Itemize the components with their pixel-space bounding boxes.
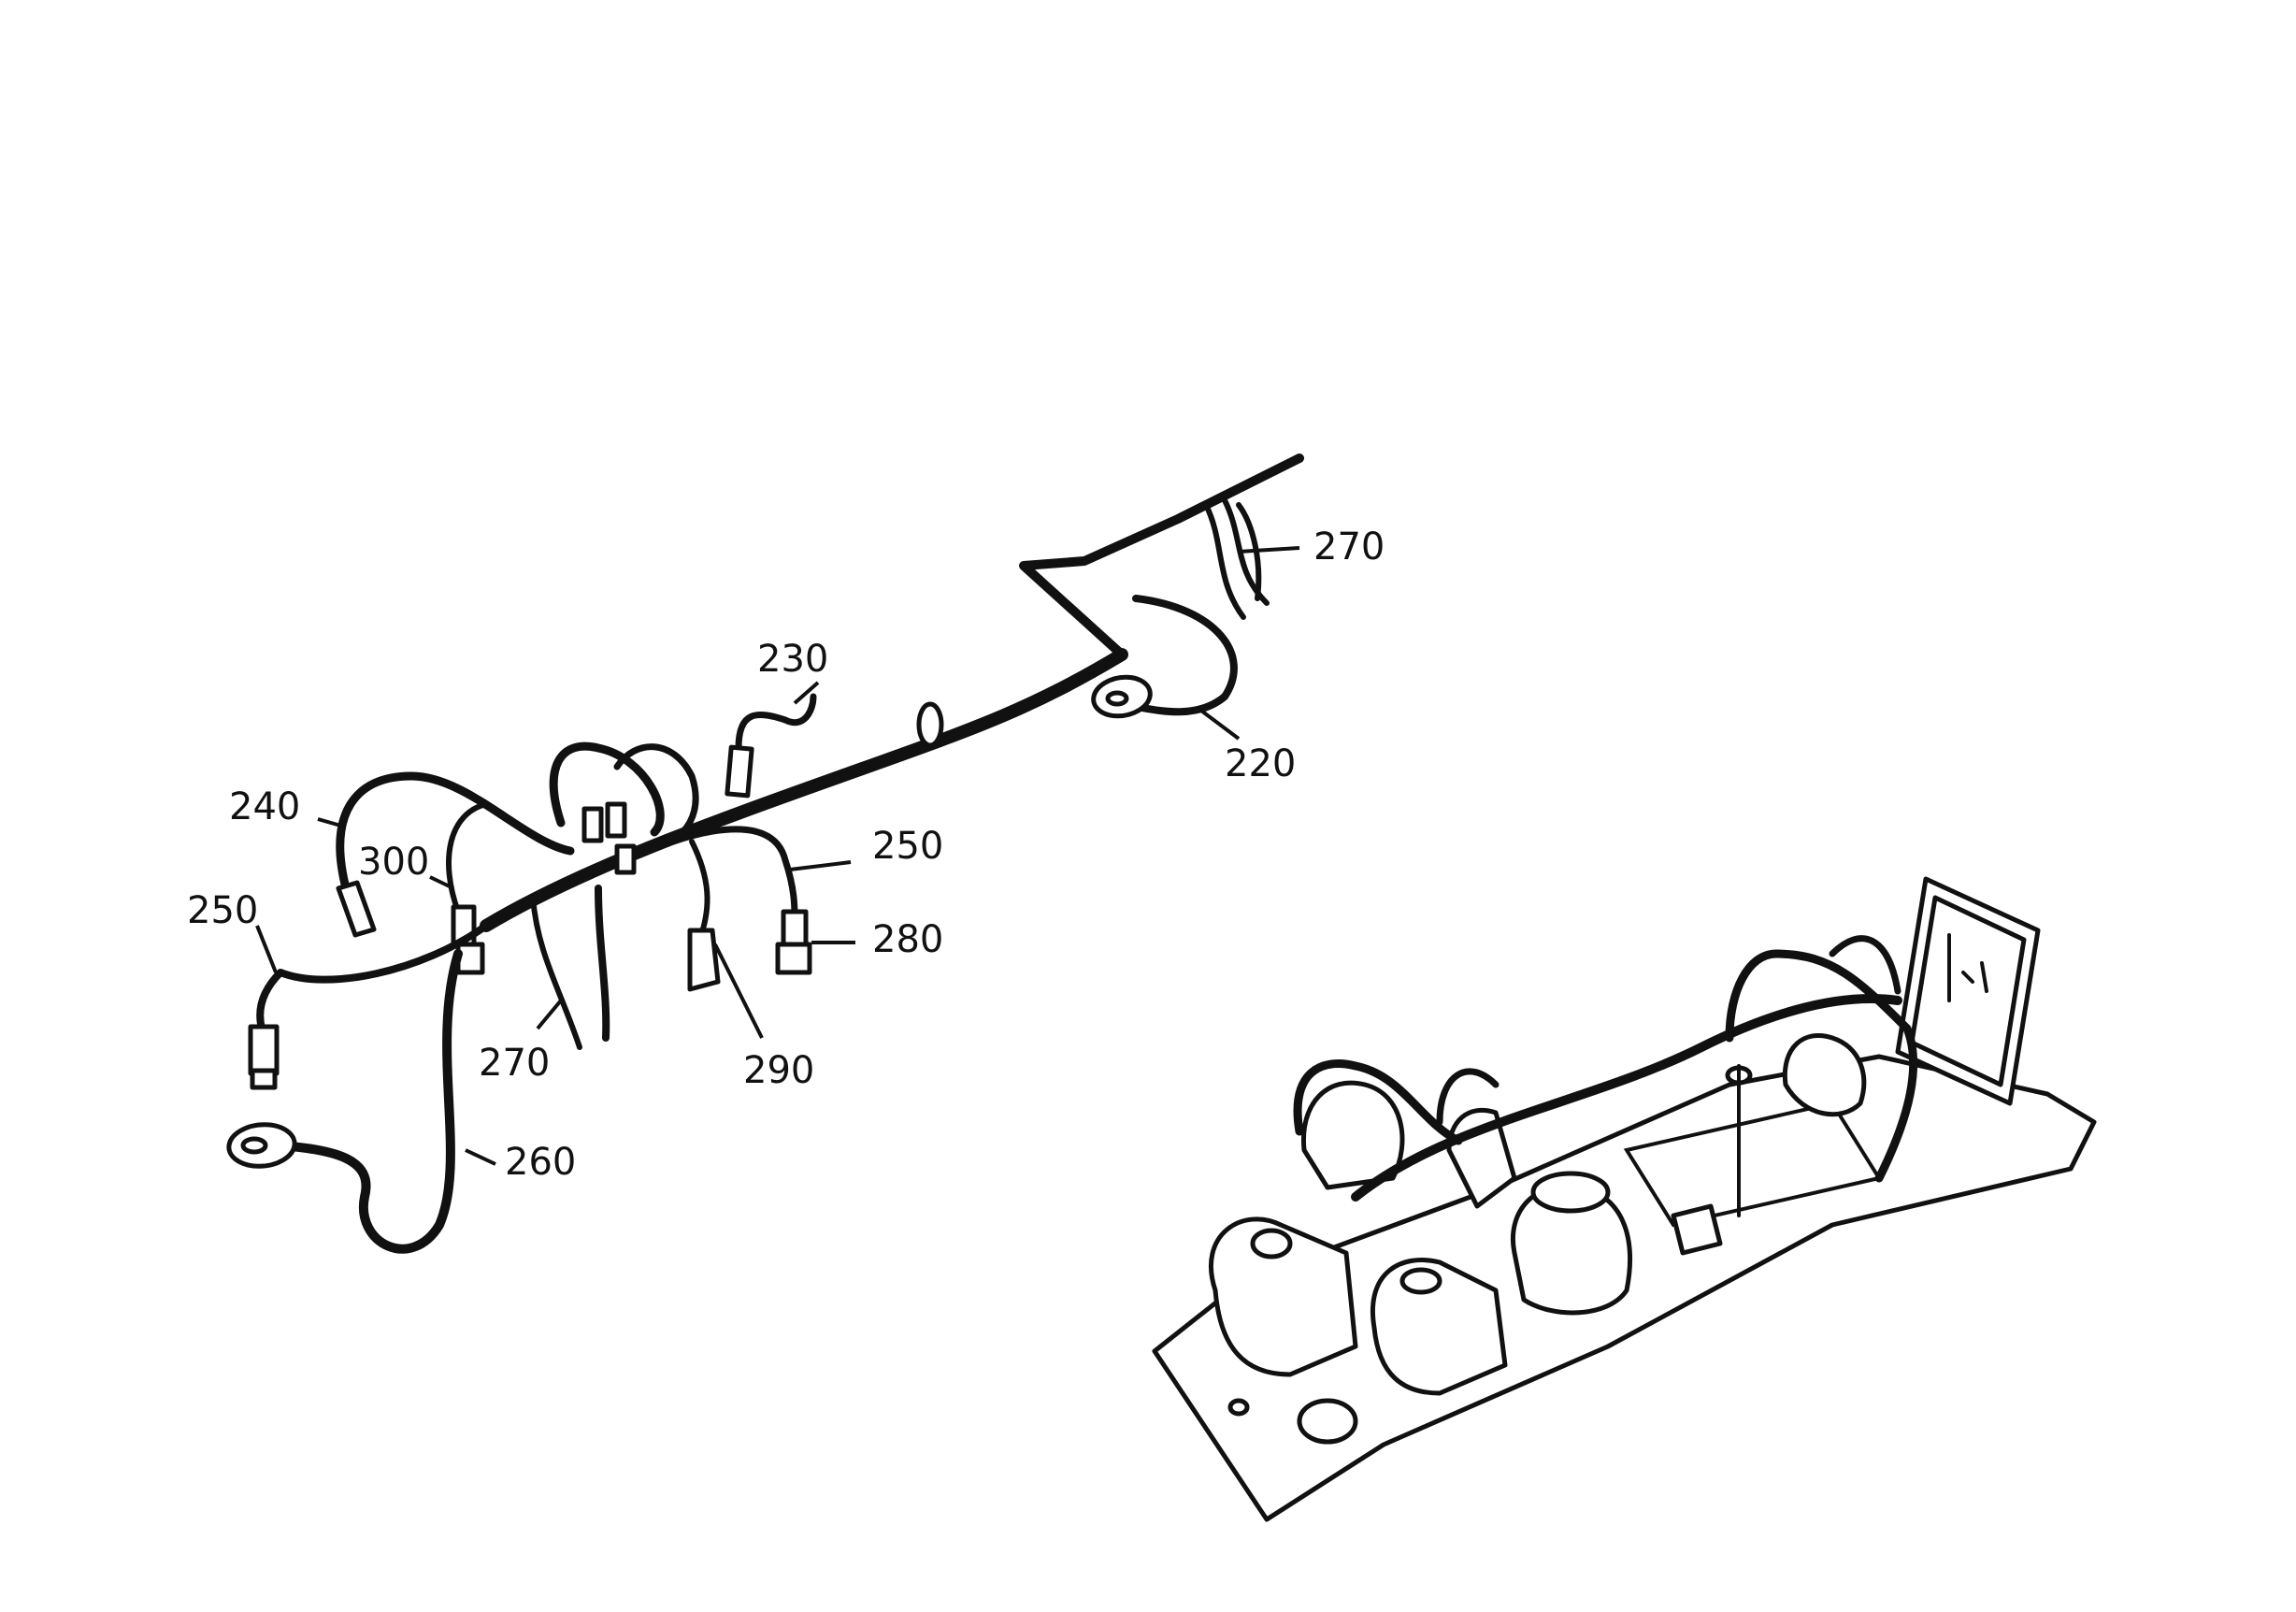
relay-3 <box>1300 1080 1405 1190</box>
wire-loop-center <box>549 741 665 837</box>
callout-220: 220 <box>1225 742 1296 785</box>
connector-center-c <box>614 843 637 875</box>
wire-260 <box>276 949 463 1254</box>
leader-250-right <box>789 860 852 871</box>
callout-290: 290 <box>743 1049 814 1092</box>
panel-wire-arch <box>1725 949 1918 1183</box>
connector-290 <box>687 928 721 992</box>
wire-220 <box>1127 595 1238 716</box>
wire-loop-small <box>613 743 699 836</box>
callout-250-left: 250 <box>187 889 258 932</box>
leader-290 <box>713 943 764 1039</box>
terminal-block <box>1671 1203 1723 1256</box>
wire-250-right <box>669 826 798 920</box>
leader-300 <box>429 875 454 890</box>
connector-center-a <box>581 806 604 843</box>
leader-250-left <box>255 925 278 973</box>
connector-280 <box>781 909 809 950</box>
plate-hole-small <box>1227 1398 1250 1417</box>
callout-260: 260 <box>505 1141 576 1184</box>
callout-300: 300 <box>358 841 429 884</box>
connector-300-plug <box>455 942 485 975</box>
panel-wire-loop-1 <box>1293 1059 1463 1145</box>
connector-center-b <box>605 801 627 839</box>
leader-260 <box>465 1148 496 1166</box>
callout-250-right: 250 <box>872 825 943 868</box>
tie-wrap <box>916 701 944 748</box>
wire-250-left <box>256 922 490 1032</box>
wire-300 <box>446 801 489 914</box>
leader-220 <box>1199 709 1241 741</box>
callout-240: 240 <box>229 785 300 828</box>
panel-wire-arch-2 <box>1829 935 1901 995</box>
leader-230 <box>793 681 820 705</box>
plate-hole-large <box>1297 1398 1358 1445</box>
callouts: 270 230 220 240 300 250 250 280 270 290 … <box>187 525 1385 1184</box>
wire-270-top-a <box>1203 502 1246 620</box>
leader-240 <box>317 817 345 828</box>
connector-230 <box>725 744 754 799</box>
relay-1 <box>1208 1216 1358 1377</box>
callout-270-top: 270 <box>1313 525 1385 569</box>
wiring-harness <box>226 453 1304 1254</box>
relay-2 <box>1370 1258 1508 1396</box>
wire-230 <box>735 693 817 752</box>
wire-270-low-a <box>530 895 582 1050</box>
callout-280: 280 <box>872 918 943 961</box>
wire-270-top-c <box>1236 502 1262 601</box>
panel-wire-loop-2 <box>1436 1068 1500 1126</box>
callout-270-low: 270 <box>479 1042 550 1085</box>
wire-270-low-b <box>595 885 610 1042</box>
connector-250-left <box>248 1024 280 1076</box>
leader-270-top <box>1238 546 1300 554</box>
connector-240 <box>336 880 377 938</box>
solenoid-2 <box>1782 1032 1867 1117</box>
control-panel-assembly <box>1152 876 2097 1522</box>
callout-230: 230 <box>757 638 828 681</box>
leader-270-low <box>536 999 563 1030</box>
wire-290 <box>689 839 710 938</box>
